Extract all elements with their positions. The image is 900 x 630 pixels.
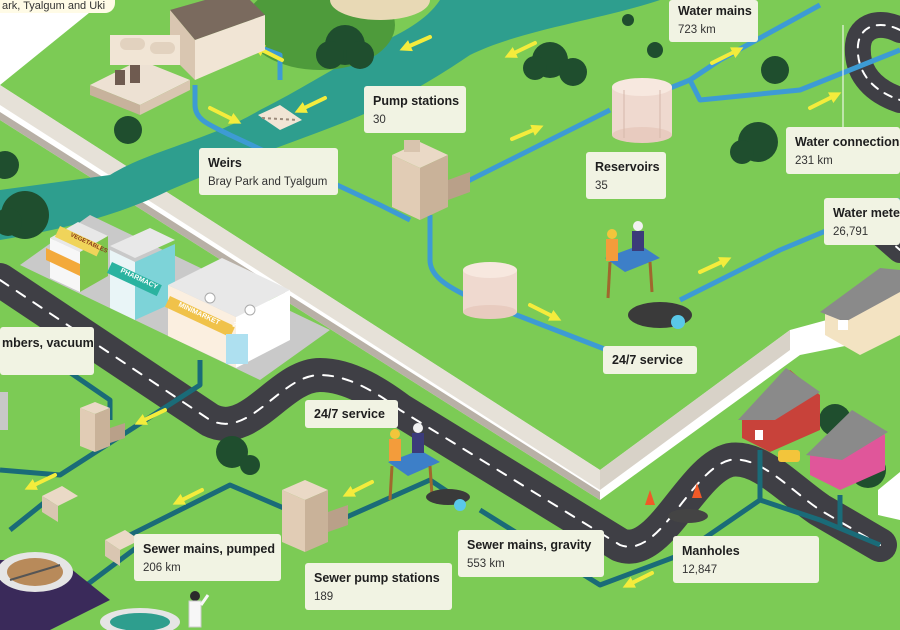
water-mains-value: 723 km	[678, 24, 716, 36]
sewage-treatment	[0, 392, 180, 630]
tree-icon	[316, 25, 374, 69]
label-water-connections: Water connections 231 km	[786, 127, 900, 174]
service-crew-bottom	[388, 423, 470, 511]
manholes-value: 12,847	[682, 564, 718, 576]
label-sewer-pump-stations: Sewer pump stations 189	[305, 563, 452, 610]
sewer-pump-stations-title: Sewer pump stations	[314, 571, 440, 585]
label-manholes: Manholes 12,847	[673, 536, 819, 583]
label-water-meters: Water meter 26,791	[824, 198, 900, 245]
reservoirs-value: 35	[595, 180, 608, 192]
tree-icon	[0, 191, 49, 239]
vacuum-title: mbers, vacuum	[2, 336, 94, 350]
weir	[258, 105, 302, 130]
treatment-plant	[90, 0, 265, 115]
hill-path	[330, 0, 430, 20]
service-crew-top	[605, 221, 692, 329]
label-pump-stations: Pump stations 30	[364, 86, 466, 133]
water-meters-title: Water meter	[833, 206, 900, 220]
weirs-title: Weirs	[208, 156, 242, 170]
sewer-mains-gravity-value: 553 km	[467, 558, 505, 570]
label-reservoirs: Reservoirs 35	[586, 152, 666, 199]
label-service-bottom: 24/7 service	[305, 400, 398, 428]
sewer-mains-pumped-title: Sewer mains, pumped	[143, 542, 275, 556]
label-vacuum: mbers, vacuum	[0, 327, 94, 375]
water-meters-value: 26,791	[833, 226, 869, 238]
service-bottom-title: 24/7 service	[314, 407, 385, 421]
water-connections-value: 231 km	[795, 155, 833, 167]
sewer-pump-station	[282, 480, 348, 552]
car	[778, 450, 800, 462]
house	[806, 410, 888, 490]
water-mains-title: Water mains	[678, 4, 752, 18]
label-sewer-mains-gravity: Sewer mains, gravity 553 km	[458, 530, 604, 577]
weirs-value: Bray Park and Tyalgum	[208, 176, 328, 188]
pump-station	[392, 140, 470, 220]
sewer-node	[42, 486, 140, 566]
trees	[0, 14, 886, 488]
label-weirs: Weirs Bray Park and Tyalgum	[199, 148, 338, 195]
traffic-cones	[645, 483, 708, 523]
house	[820, 268, 900, 355]
sewer-pump-station	[80, 402, 125, 452]
tree-icon	[523, 42, 587, 86]
tree-icon	[216, 436, 260, 475]
shops	[46, 222, 290, 368]
scientist-figure	[188, 591, 210, 628]
label-service-top: 24/7 service	[603, 346, 697, 374]
label-water-mains: Water mains 723 km	[669, 0, 758, 42]
flow-arrows	[24, 35, 842, 588]
sewer-mains-pumped-value: 206 km	[143, 562, 181, 574]
pump-stations-title: Pump stations	[373, 94, 460, 108]
tree-icon	[730, 122, 778, 164]
sewer-mains-gravity-title: Sewer mains, gravity	[467, 538, 592, 552]
tree-icon	[0, 151, 19, 179]
water-connections-title: Water connections	[795, 135, 900, 149]
tree-icon	[761, 56, 789, 84]
corner-note: ark, Tyalgum and Uki	[0, 0, 116, 13]
house	[738, 368, 820, 452]
manholes-title: Manholes	[682, 544, 740, 558]
reservoir-tank	[463, 262, 517, 319]
label-sewer-mains-pumped: Sewer mains, pumped 206 km	[134, 534, 281, 581]
tree-icon	[622, 14, 663, 58]
service-top-title: 24/7 service	[612, 353, 683, 367]
house	[878, 472, 900, 520]
sewer-pump-stations-value: 189	[314, 591, 334, 603]
pump-stations-value: 30	[373, 114, 386, 126]
reservoirs-title: Reservoirs	[595, 160, 660, 174]
tree-icon	[114, 116, 142, 144]
reservoir-tank	[612, 78, 672, 143]
